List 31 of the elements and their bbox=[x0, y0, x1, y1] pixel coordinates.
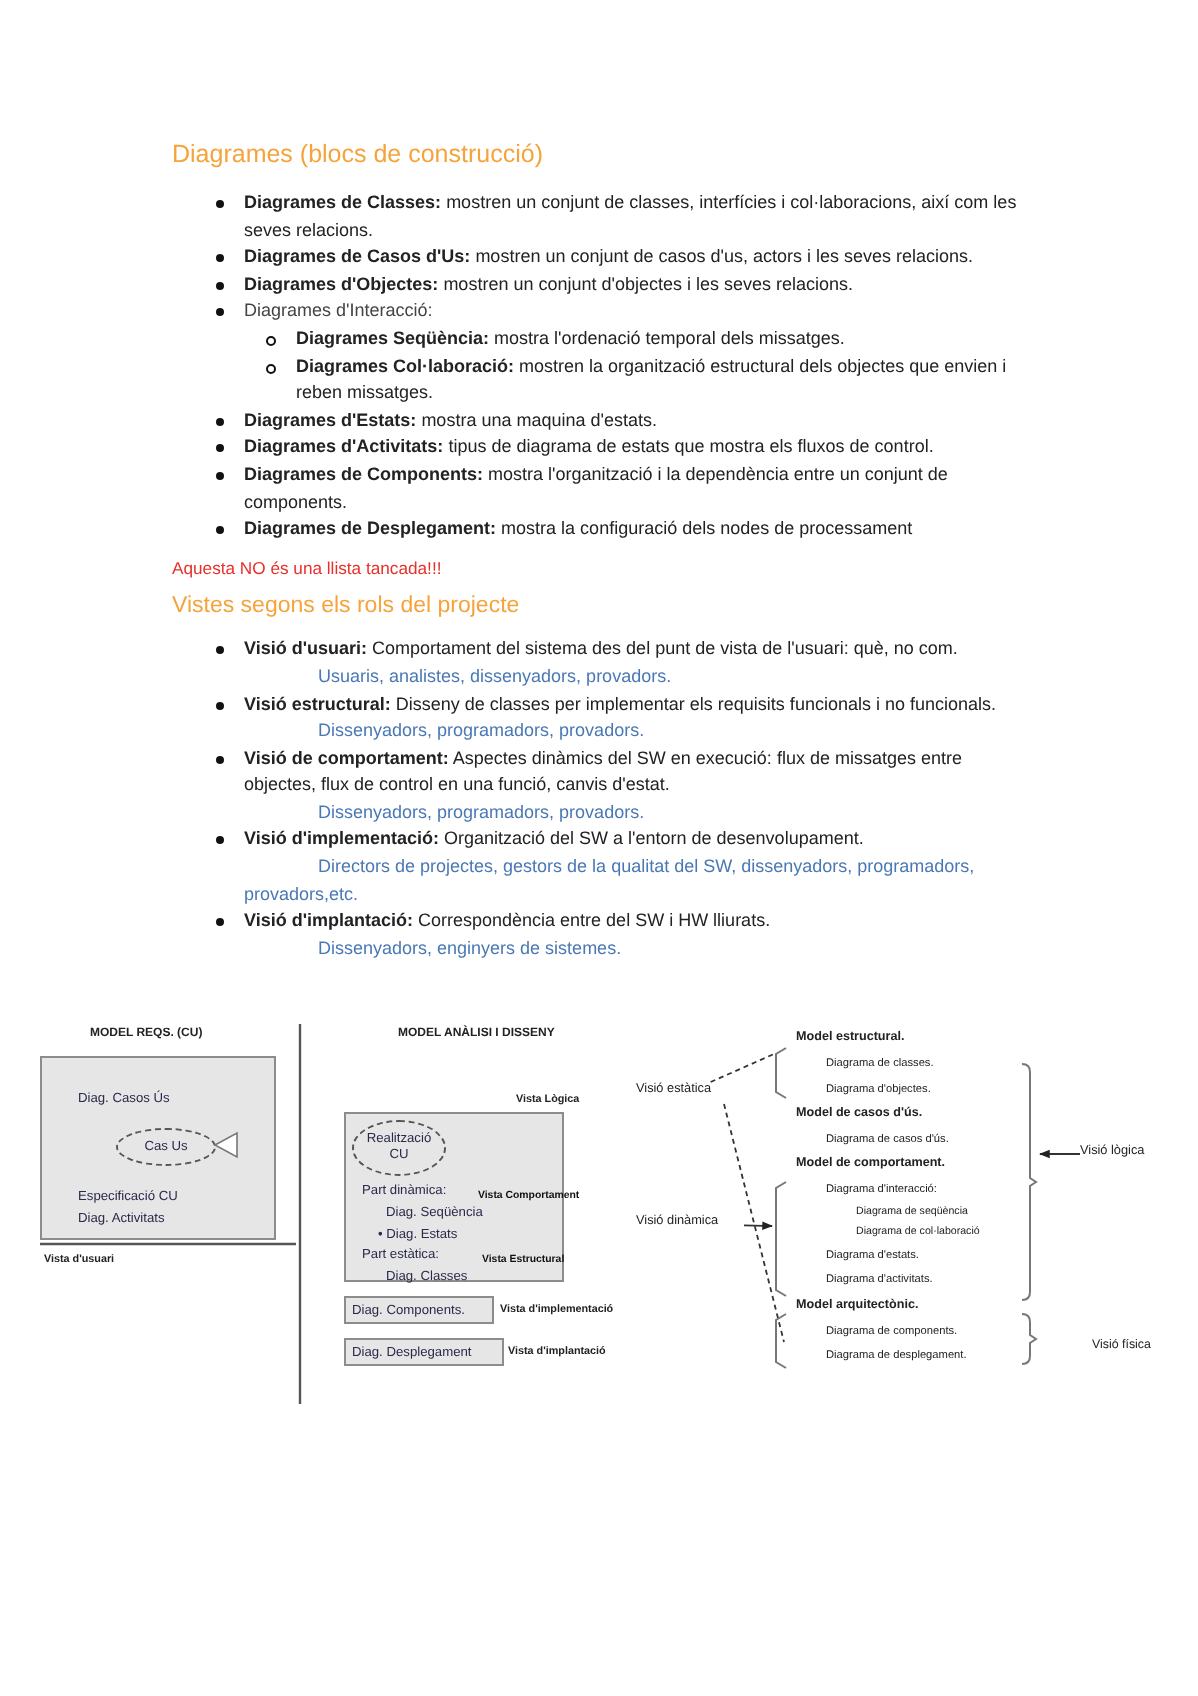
list-item-text: Diagrames de Desplegament: mostra la configuració dels nodes de processament bbox=[244, 516, 915, 543]
diagram-panel bbox=[40, 1056, 276, 1240]
connector-line bbox=[723, 1103, 785, 1343]
list-item-text: Visió de comportament: Aspectes dinàmics del SW en execució: flux de missatges entre objectes, flux de control en una funció, canvis d'estat. bbox=[244, 745, 964, 799]
list-item-text: Visió estructural: Disseny de classes per implementar els requisits funcionals i no funcionals. bbox=[244, 691, 999, 718]
diagram-panel bbox=[344, 1296, 494, 1324]
roles-text: Directors de projectes, gestors de la qualitat del SW, dissenyadors, programadors, provadors,etc. bbox=[244, 854, 977, 908]
section-heading: Vistes segons els rols del projecte bbox=[172, 592, 522, 621]
list-item-text: Visió d'implementació: Organització del SW a l'entorn de desenvolupament. bbox=[244, 826, 866, 853]
use-case-ellipse bbox=[352, 1120, 446, 1176]
list-item-text: Diagrames d'Objectes: mostren un conjunt d'objectes i les seves relacions. bbox=[244, 271, 856, 298]
diagram-panel bbox=[344, 1338, 504, 1366]
list-item-text: Diagrames de Classes: mostren un conjunt de classes, interfícies i col·laboracions, així com les seves relacions. bbox=[244, 190, 1019, 244]
arrow bbox=[743, 1221, 774, 1231]
arrow bbox=[1038, 1149, 1081, 1159]
roles-text: Usuaris, analistes, dissenyadors, provadors. bbox=[316, 663, 674, 690]
list-item-text: Diagrames Seqüència: mostra l'ordenació temporal dels missatges. bbox=[296, 325, 847, 352]
list-item-text: Diagrames de Casos d'Us: mostren un conjunt de casos d'us, actors i les seves relacions. bbox=[244, 244, 976, 271]
list-item-text: Diagrames d'Activitats: tipus de diagrama de estats que mostra els fluxos de control. bbox=[244, 434, 936, 461]
list-item-text: Diagrames Col·laboració: mostren la organització estructural dels objectes que envien i reben missatges. bbox=[296, 353, 1009, 407]
roles-text: Dissenyadors, enginyers de sistemes. bbox=[316, 935, 624, 962]
list-item-text: Visió d'usuari: Comportament del sistema des del punt de vista de l'usuari: què, no com. bbox=[244, 636, 960, 663]
section-heading: Diagrames (blocs de construcció) bbox=[172, 140, 543, 168]
roles-text: Dissenyadors, programadors, provadors. bbox=[316, 799, 647, 826]
roles-text: Dissenyadors, programadors, provadors. bbox=[316, 718, 647, 745]
list-item-text: Diagrames de Components: mostra l'organització i la dependència entre un conjunt de components. bbox=[244, 461, 950, 516]
list-item-text: Diagrames d'Interacció: bbox=[244, 298, 435, 325]
list-item-text: Visió d'implantació: Correspondència entre del SW i HW lliurats. bbox=[244, 908, 773, 935]
note-text: Aquesta NO és una llista tancada!!! bbox=[172, 555, 444, 582]
connector-line bbox=[709, 1053, 775, 1083]
list-item-text: Diagrames d'Estats: mostra una maquina d'estats. bbox=[244, 407, 659, 434]
